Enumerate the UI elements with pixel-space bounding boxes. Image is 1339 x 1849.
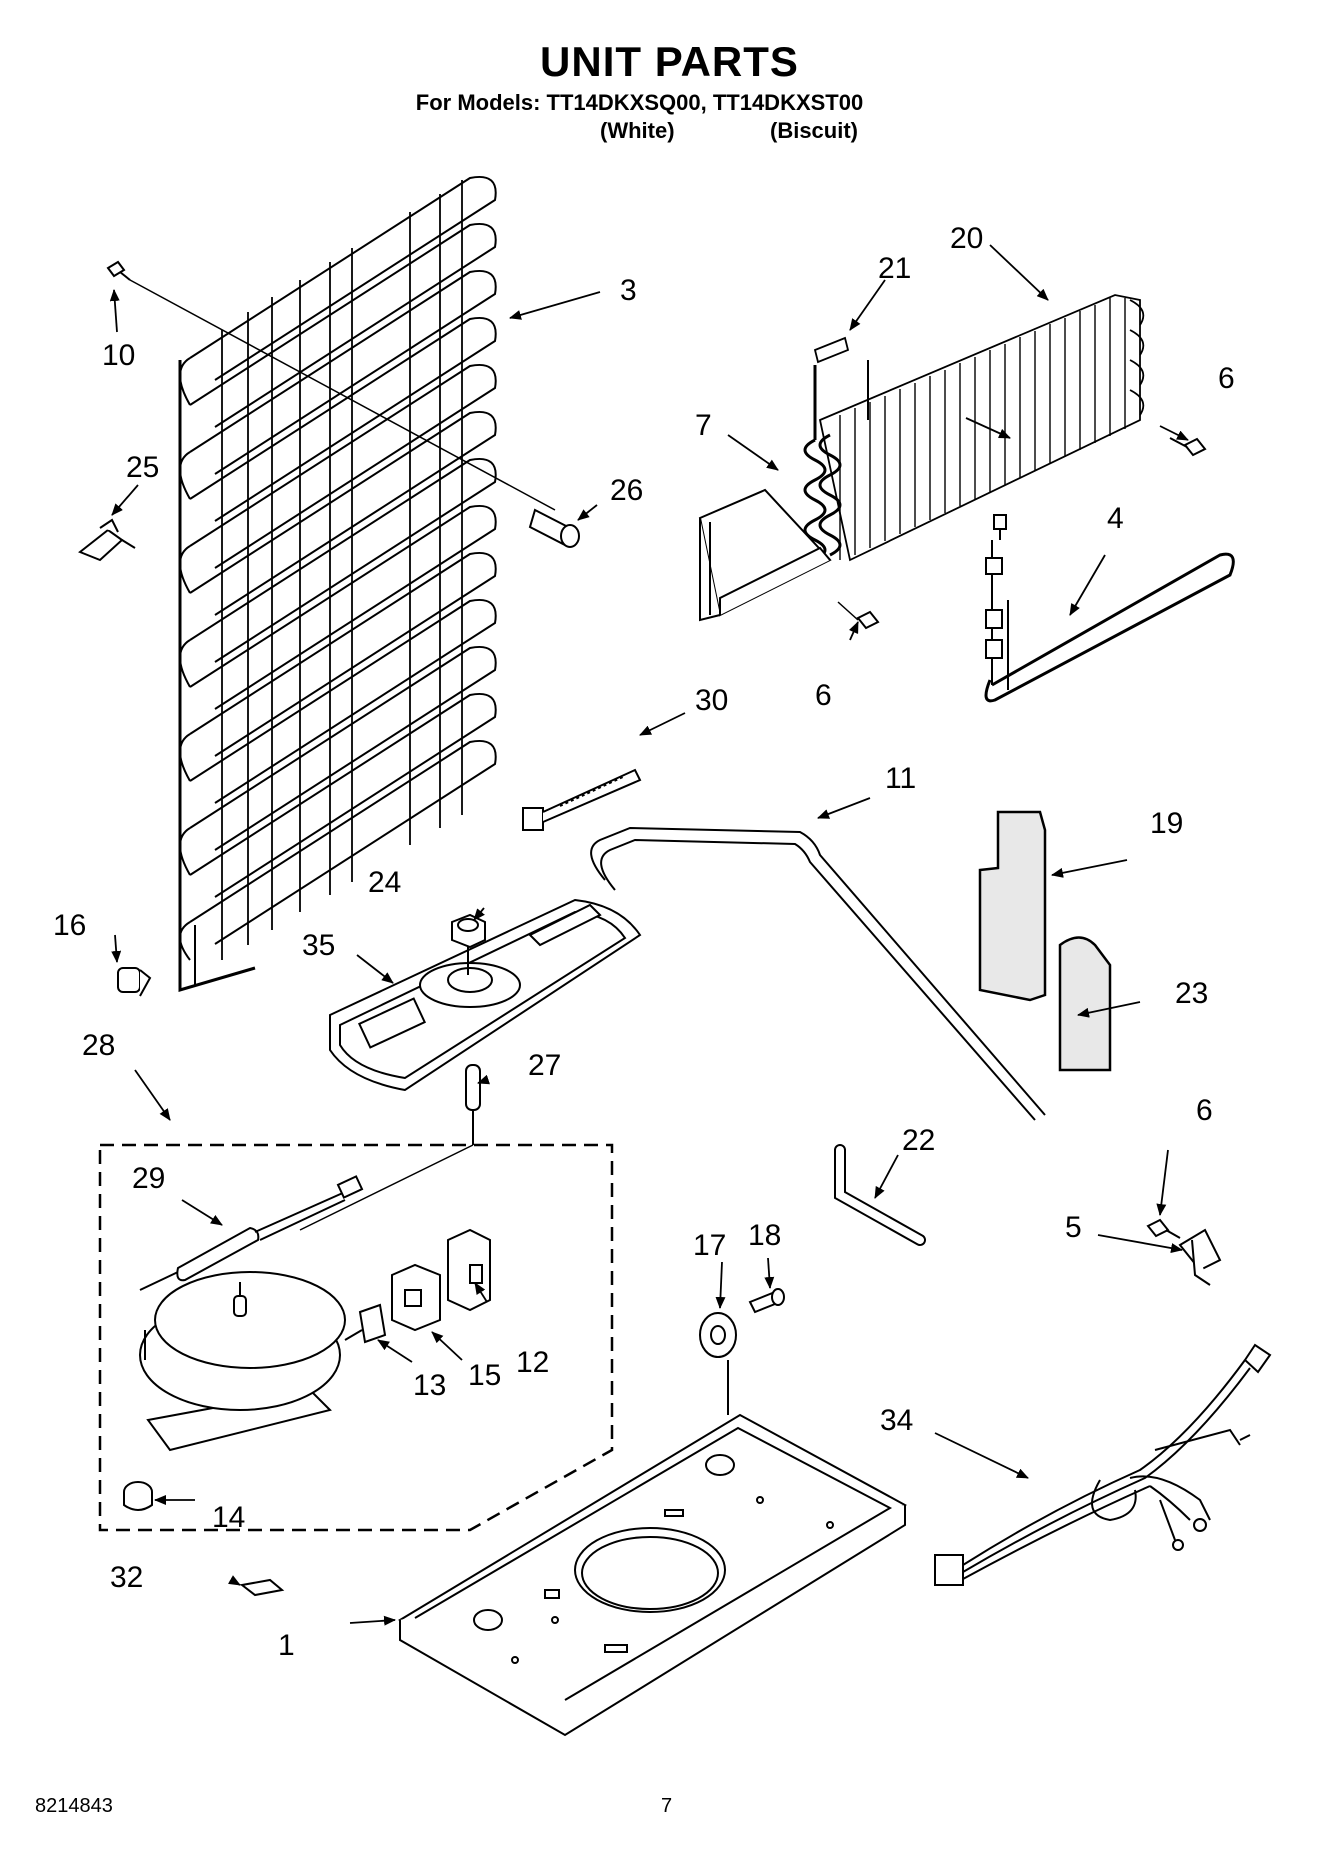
- screw-10: [106, 260, 556, 511]
- grommet-14: [123, 1481, 153, 1511]
- screw-6-evap-right: [1169, 437, 1207, 457]
- clip-32: [239, 1578, 285, 1597]
- callout-24: 24: [368, 866, 401, 899]
- clip-16: [117, 967, 152, 997]
- grommet-17: [699, 1312, 737, 1415]
- callout-5: 5: [1065, 1211, 1082, 1244]
- tube-27: [465, 1064, 481, 1145]
- callout-28: 28: [82, 1029, 115, 1062]
- tube-22: [834, 1144, 926, 1246]
- wire-harness-34: [934, 1343, 1272, 1586]
- bracket-5: [1178, 1228, 1222, 1286]
- callout-6-evap-right: 6: [1218, 362, 1235, 395]
- callout-3: 3: [620, 274, 637, 307]
- callout-10: 10: [102, 339, 135, 372]
- cable-tie-30: [522, 768, 642, 831]
- callout-21: 21: [878, 252, 911, 285]
- callout-27: 27: [528, 1049, 561, 1082]
- insulation-pad-23: [1058, 936, 1112, 1072]
- callout-20: 20: [950, 222, 983, 255]
- callout-17: 17: [693, 1229, 726, 1262]
- variant-biscuit: (Biscuit): [770, 118, 858, 143]
- callout-23: 23: [1175, 977, 1208, 1010]
- capacitor-13: [344, 1303, 387, 1344]
- callout-6-bracket: 6: [1196, 1094, 1213, 1127]
- insulation-pad-19: [978, 810, 1047, 1002]
- variant-white: (White): [600, 118, 675, 143]
- condenser-coil: [178, 176, 497, 993]
- callout-30: 30: [695, 684, 728, 717]
- overload-15: [391, 1263, 441, 1332]
- callout-16: 16: [53, 909, 86, 942]
- callout-12: 12: [516, 1346, 549, 1379]
- clip-25: [78, 518, 136, 562]
- callout-11: 11: [885, 762, 916, 795]
- compressor-assembly-box: [98, 1143, 614, 1532]
- drain-trough-7: [698, 488, 832, 622]
- callout-35: 35: [302, 929, 335, 962]
- callout-18: 18: [748, 1219, 781, 1252]
- callout-labels: 3 10 25 26 16 35 24 27 28 29 12 15 13 14…: [53, 222, 1235, 1662]
- callout-7: 7: [695, 409, 712, 442]
- callout-25: 25: [126, 451, 159, 484]
- callout-1: 1: [278, 1629, 295, 1662]
- callout-34: 34: [880, 1404, 913, 1437]
- callout-29: 29: [132, 1162, 165, 1195]
- compressor: [139, 1271, 346, 1452]
- bolt-26: [528, 508, 580, 548]
- callout-15: 15: [468, 1359, 501, 1392]
- screw-6-evap-bottom: [837, 601, 880, 630]
- compressor-base-plate-1: [398, 1413, 907, 1737]
- screw-18: [748, 1288, 785, 1314]
- callout-13: 13: [413, 1369, 446, 1402]
- filter-drier-29: [139, 1175, 364, 1291]
- page-title: UNIT PARTS: [540, 38, 799, 85]
- page-number: 7: [661, 1795, 673, 1817]
- defrost-heater-4: [984, 514, 1235, 703]
- screw-6-bracket: [1146, 1218, 1181, 1239]
- nut-24: [451, 913, 486, 975]
- tube-11: [590, 826, 1046, 1121]
- callout-22: 22: [902, 1124, 935, 1157]
- callout-19: 19: [1150, 807, 1183, 840]
- connector-line: [299, 1144, 474, 1231]
- callout-26: 26: [610, 474, 643, 507]
- drain-pan-35: [329, 898, 642, 1092]
- models-line: For Models: TT14DKXSQ00, TT14DKXST00: [415, 90, 864, 115]
- callout-6-evap-bottom: 6: [815, 679, 832, 712]
- callout-32: 32: [110, 1561, 143, 1594]
- doc-number: 8214843: [35, 1795, 113, 1817]
- leader-arrows: [109, 244, 1189, 1626]
- callout-14: 14: [212, 1501, 245, 1534]
- callout-4: 4: [1107, 502, 1124, 535]
- evaporator: [803, 294, 1145, 562]
